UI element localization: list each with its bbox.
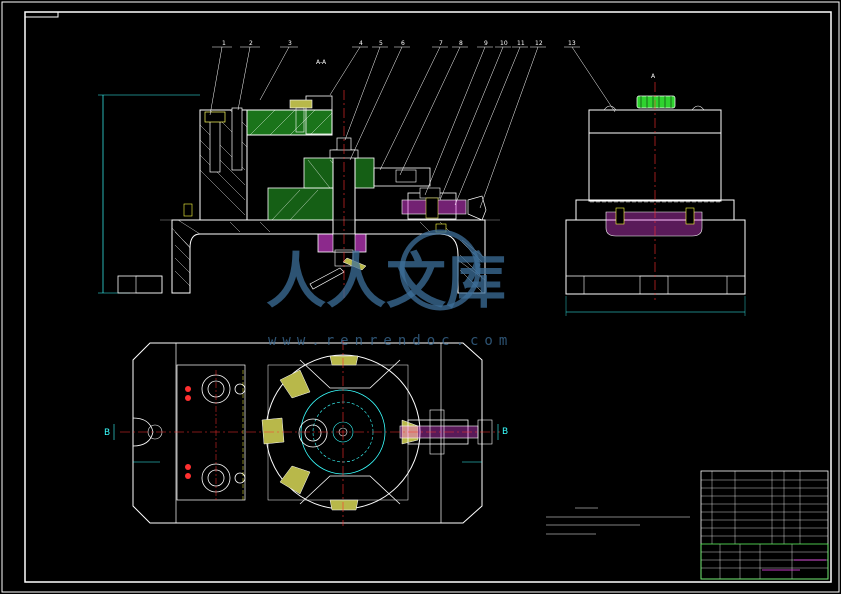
jaw-segments xyxy=(261,355,419,511)
technical-notes xyxy=(546,507,690,535)
balloon-8: 8 xyxy=(459,40,463,47)
balloon-13: 13 xyxy=(568,40,576,47)
plan-outline xyxy=(132,342,483,524)
balloon-11: 11 xyxy=(517,40,525,47)
watermark-text: 人人文库 xyxy=(266,247,506,317)
balloon-9: 9 xyxy=(484,40,488,47)
side-view-label: A xyxy=(651,73,656,80)
balloon-1: 1 xyxy=(222,40,226,47)
lever-handle xyxy=(342,257,367,271)
balloon-3: 3 xyxy=(288,40,292,47)
section-view-a-a: A-A xyxy=(98,59,500,300)
balloon-2: 2 xyxy=(249,40,253,47)
balloon-labels: 1 2 3 4 5 6 7 8 9 10 11 12 13 xyxy=(222,40,576,47)
balloon-7: 7 xyxy=(439,40,443,47)
balloon-12: 12 xyxy=(535,40,543,47)
side-view: A xyxy=(565,73,746,316)
top-arm xyxy=(246,109,333,136)
inner-frame xyxy=(24,11,832,583)
corner-tick xyxy=(25,12,59,18)
section-marker-left: B xyxy=(104,428,110,438)
plan-view: B B xyxy=(104,340,508,526)
middle-block xyxy=(267,187,337,221)
balloon-6: 6 xyxy=(401,40,405,47)
balloon-4: 4 xyxy=(359,40,363,47)
title-block xyxy=(700,470,829,580)
section-label: A-A xyxy=(316,59,327,66)
balloon-10: 10 xyxy=(500,40,508,47)
watermark: 人人文库 www.renrendoc.com xyxy=(266,229,513,349)
part-leaders xyxy=(209,46,616,209)
balloon-5: 5 xyxy=(379,40,383,47)
watermark-url: www.renrendoc.com xyxy=(268,333,513,349)
section-marker-right: B xyxy=(502,427,508,437)
side-knob xyxy=(636,95,676,109)
